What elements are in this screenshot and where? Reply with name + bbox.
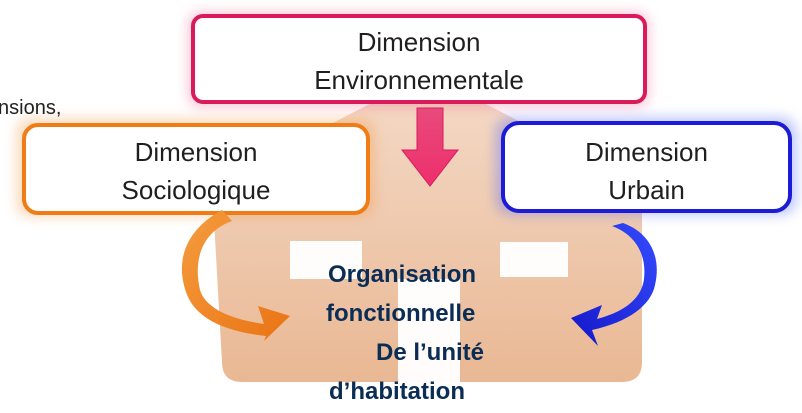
center-text: Organisation fonctionnelle De l’unité d’…: [304, 255, 544, 411]
intro-fragment: nsions,: [0, 97, 62, 119]
center-text-line-2: fonctionnelle: [326, 300, 476, 327]
top-box: [188, 12, 649, 107]
right-curved-arrow-icon: [571, 223, 657, 346]
right-box-label-line-1: Dimension: [585, 137, 708, 167]
left-box: [16, 118, 375, 217]
down-arrow-icon: [400, 107, 460, 187]
center-text-line-4: d’habitation: [329, 378, 465, 405]
center-text-line-3: De l’unité: [376, 339, 485, 366]
left-box-label-line-2: Sociologique: [121, 175, 271, 205]
top-box-label-line-2: Environnementale: [314, 65, 524, 95]
left-curved-arrow-icon: [181, 210, 290, 341]
center-text-line-1: Organisation: [328, 261, 477, 288]
right-box-label-line-2: Urbain: [608, 175, 685, 205]
left-box-label-line-1: Dimension: [134, 137, 258, 167]
right-box: [495, 117, 797, 215]
top-box-label-line-1: Dimension: [357, 27, 481, 57]
